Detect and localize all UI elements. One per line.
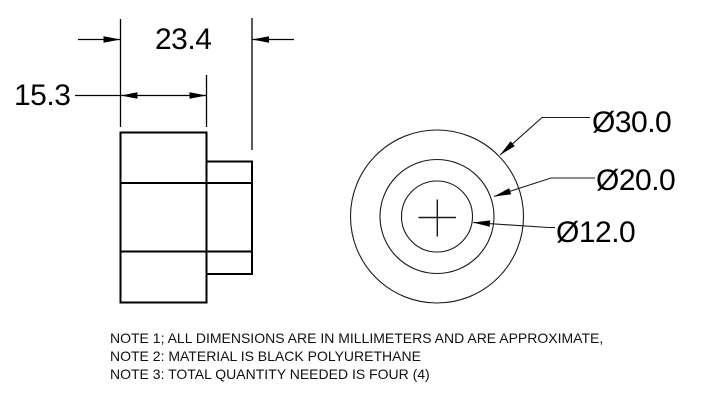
arrowhead-icon <box>473 220 491 227</box>
dim-label-outer-diameter: Ø30.0 <box>592 106 672 139</box>
arrowhead-icon <box>500 141 515 155</box>
leader-lines <box>472 116 595 229</box>
dim-label-body-width: 15.3 <box>14 79 71 112</box>
leader-arrowheads <box>473 141 515 227</box>
arrowhead-icon <box>103 36 121 43</box>
note-line-3: NOTE 3: TOTAL QUANTITY NEEDED IS FOUR (4… <box>110 366 430 382</box>
side-view-hub-rect <box>205 160 253 275</box>
leader-outer-diameter <box>499 116 590 156</box>
arrowhead-icon <box>189 92 207 99</box>
dim-label-bore-diameter: Ø12.0 <box>556 216 636 249</box>
outer-circle <box>349 129 525 304</box>
notes-block: NOTE 1; ALL DIMENSIONS ARE IN MILLIMETER… <box>110 329 603 383</box>
dimension-arrowheads <box>103 36 269 99</box>
note-line-2: NOTE 2: MATERIAL IS BLACK POLYURETHANE <box>110 348 421 364</box>
note-line-1: NOTE 1; ALL DIMENSIONS ARE IN MILLIMETER… <box>110 330 604 346</box>
leader-middle-diameter <box>493 177 595 198</box>
side-view-outline <box>119 131 253 304</box>
leader-bore-diameter <box>472 221 555 229</box>
arrowhead-icon <box>494 188 512 197</box>
front-view-circles <box>349 129 525 304</box>
dim-label-overall-width: 23.4 <box>155 23 212 56</box>
dim-label-middle-diameter: Ø20.0 <box>596 164 676 197</box>
arrowhead-icon <box>120 92 138 99</box>
arrowhead-icon <box>252 36 269 43</box>
inner-circle <box>400 180 474 253</box>
middle-circle <box>379 158 495 275</box>
side-view-body-rect <box>119 131 208 304</box>
